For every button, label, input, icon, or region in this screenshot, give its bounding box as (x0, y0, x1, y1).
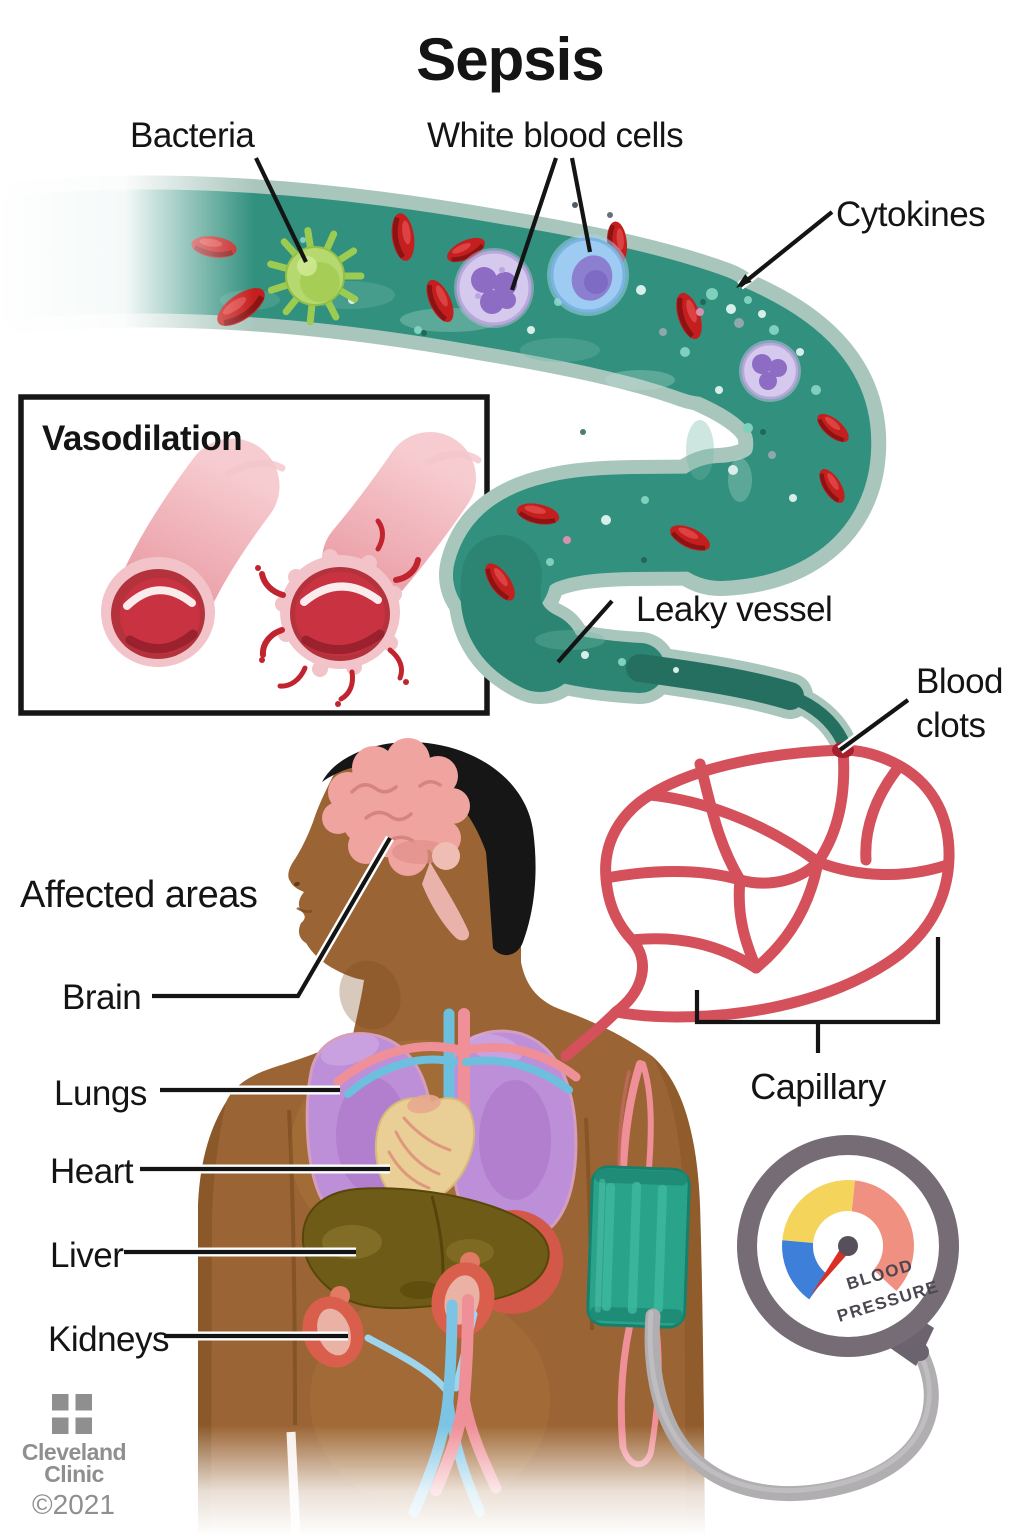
brainstem (422, 862, 470, 941)
nostril (294, 881, 300, 887)
hair (322, 741, 536, 956)
white-blood-cell-neutrophil (454, 248, 534, 328)
leak-droplets (255, 565, 409, 707)
leaky-vessel-label: Leaky vessel (636, 590, 832, 629)
blood-clots-label-line2: clots (916, 706, 985, 745)
great-vessels (333, 1008, 581, 1114)
wbc-pointer-right (569, 157, 593, 253)
heart-label: Heart (50, 1152, 134, 1191)
lungs-label: Lungs (54, 1074, 147, 1113)
blood-clots-label-line1: Blood (916, 662, 1003, 701)
vessel-left-fade (0, 148, 255, 378)
capillary-bracket (694, 937, 941, 1053)
neck-shade (339, 960, 401, 1030)
blood-clots-pointer (837, 696, 911, 754)
capillary-label: Capillary (750, 1066, 886, 1107)
white-blood-cells-label: White blood cells (427, 116, 683, 155)
bacterium (267, 227, 365, 326)
bp-cuff (586, 1165, 691, 1329)
gauge-segment-high (851, 1180, 914, 1291)
cleveland-clinic-mark-icon (52, 1394, 92, 1434)
bp-gauge-assembly: BLOOD PRESSURE (644, 1135, 959, 1502)
cytokines-pointer (736, 208, 835, 290)
gauge-needle (810, 1243, 852, 1296)
brand-name-line1: Cleveland (22, 1439, 126, 1465)
vasodilation-inset (18, 394, 490, 716)
brain (322, 738, 470, 941)
liver-label: Liver (50, 1236, 124, 1275)
white-blood-cell-small (739, 340, 801, 402)
page-title: Sepsis (416, 26, 603, 93)
right-side-shade (652, 1056, 705, 1536)
dilated-vessel-cross-section (255, 432, 482, 707)
organ-pointers (124, 1085, 390, 1341)
lips-line (296, 906, 313, 913)
brain-pointer (152, 835, 394, 1001)
wbc-pointer-left (510, 157, 558, 291)
heart (374, 1094, 476, 1204)
affected-areas-heading: Affected areas (20, 874, 257, 916)
kidneys-label: Kidneys (48, 1320, 169, 1359)
copyright-text: ©2021 (32, 1489, 115, 1520)
capillary-network (560, 744, 955, 1062)
bacteria-label: Bacteria (130, 116, 255, 155)
cerebellum (432, 842, 460, 870)
gauge-segment-mid (782, 1180, 855, 1243)
human-figure (198, 738, 705, 1536)
leaky-vessel-pointer (556, 599, 614, 664)
brand-name-line2: Clinic (44, 1461, 104, 1487)
gauge-hub (838, 1236, 858, 1256)
brain-label: Brain (62, 978, 141, 1017)
cleveland-clinic-logo: Cleveland Clinic ©2021 (22, 1394, 127, 1520)
vasodilation-label: Vasodilation (42, 419, 242, 458)
leak-drips (259, 518, 421, 702)
bacteria-pointer (254, 157, 308, 263)
gauge-segment-low (782, 1240, 828, 1300)
cytokine-particles (300, 202, 821, 673)
pointer-lines (124, 157, 941, 1341)
cytokines-label: Cytokines (836, 195, 985, 234)
normal-vessel-cross-section (101, 438, 286, 667)
gauge-scale (782, 1180, 914, 1300)
